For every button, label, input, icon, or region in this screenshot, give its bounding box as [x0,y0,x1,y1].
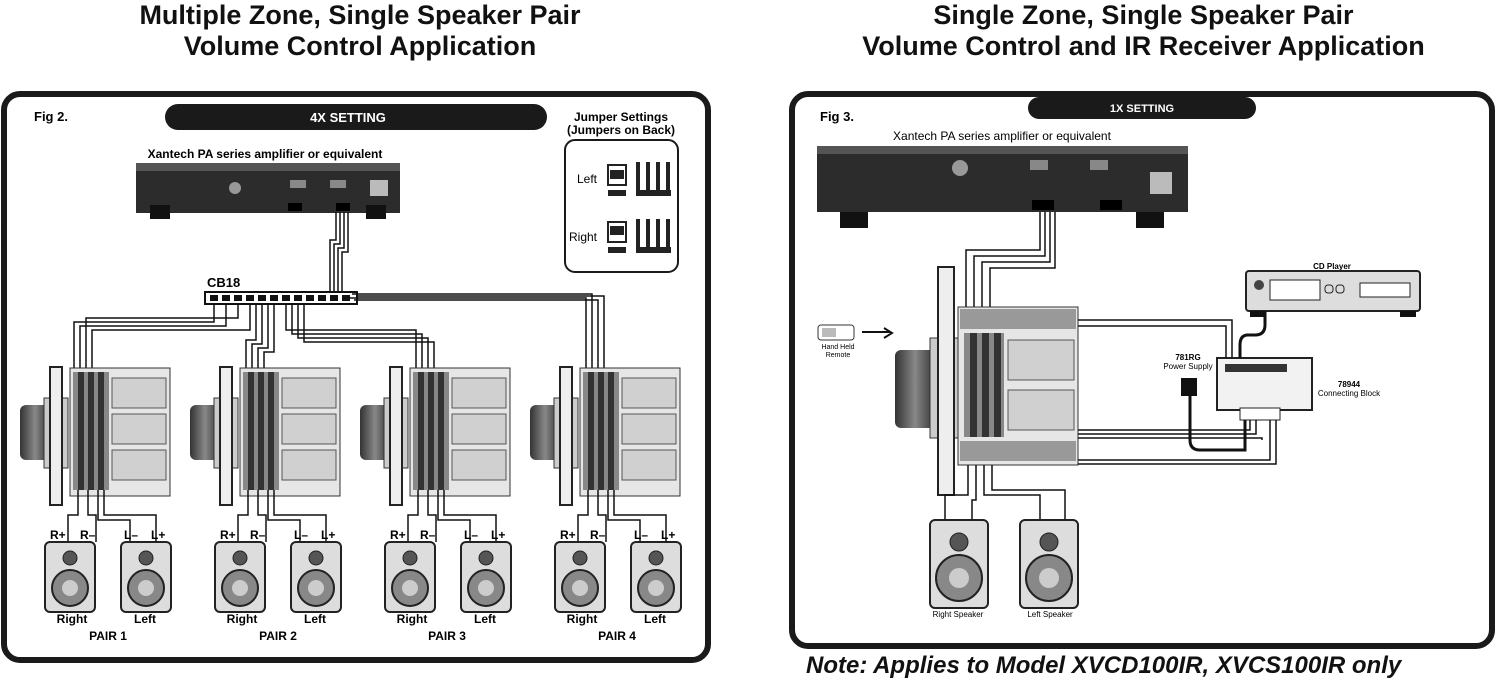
speaker-right-label-3: Right [397,612,428,626]
speaker-left-label-3: Left [474,612,496,626]
term-r-minus-1: R– [80,528,96,542]
fig2-panel: Fig 2. 4X SETTING Xantech PA series ampl… [1,91,711,663]
term-r-plus-3: R+ [390,528,406,542]
pair-label-2: PAIR 2 [259,629,297,643]
volume-control-2 [190,366,341,506]
fig3-right-speaker-label: Right Speaker [933,610,984,619]
speaker-right-4 [554,541,606,613]
fig3-setting-pill [1028,97,1256,119]
speaker-left-label-2: Left [304,612,326,626]
cd-player: CD Player [1245,262,1421,317]
fig2-amplifier [136,163,400,219]
fig3-amp-label: Xantech PA series amplifier or equivalen… [893,129,1112,143]
term-l-plus-3: L+ [491,528,505,542]
left-title: Multiple Zone, Single Speaker Pair Volum… [40,0,680,62]
speaker-left-1 [120,541,172,613]
remote-label-1: Hand Held [821,344,854,351]
fig3-left-speaker [1019,519,1079,609]
term-r-plus-1: R+ [50,528,66,542]
fig3-right-speaker [929,519,989,609]
block-desc-label: Connecting Block [1318,389,1381,398]
remote-label-2: Remote [826,352,851,359]
speaker-right-label-4: Right [567,612,598,626]
fig3-frame [789,91,1495,649]
term-r-minus-2: R– [250,528,266,542]
cd-player-label: CD Player [1313,262,1351,271]
amp-to-hub-wires [329,212,349,292]
left-title-line2: Volume Control Application [183,31,537,61]
right-title: Single Zone, Single Speaker Pair Volume … [790,0,1497,62]
fig2-setting-pill [165,104,547,130]
speaker-right-1 [44,541,96,613]
cb18-label: CB18 [207,275,240,290]
block-model-label: 78944 [1338,380,1361,389]
fig3-label: Fig 3. [820,109,854,124]
jumper-left-label: Left [577,172,598,186]
power-supply: 781RG Power Supply [1163,353,1247,452]
volume-control-3 [360,366,511,506]
cb18-terminals [210,295,350,301]
term-r-minus-3: R– [420,528,436,542]
fig3-setting-text: 1X SETTING [1110,103,1174,115]
speaker-left-2 [290,541,342,613]
fig2-frame [1,91,711,663]
volume-control-4 [530,366,681,506]
terminal-labels: R+ R– L– L+ R+ R– L– L+ R+ R– L– L+ R+ R… [50,528,675,542]
fig2-label: Fig 2. [34,109,68,124]
model-note: Note: Applies to Model XVCD100IR, XVCS10… [806,652,1402,679]
speaker-right-3 [384,541,436,613]
speaker-right-2 [214,541,266,613]
speakers-fig2 [44,541,682,613]
power-supply-desc: Power Supply [1163,362,1212,371]
fig2-setting-text: 4X SETTING [310,110,386,125]
speaker-left-4 [630,541,682,613]
jumper-title-1: Jumper Settings [574,110,668,124]
fig2-amp-label: Xantech PA series amplifier or equivalen… [148,147,383,161]
cd-to-block-cable [1238,311,1267,358]
left-title-line1: Multiple Zone, Single Speaker Pair [139,0,581,30]
control-to-speaker-wires [67,490,667,542]
fig3-panel: Fig 3. 1X SETTING Xantech PA series ampl… [789,91,1495,649]
term-l-minus-1: L– [124,528,138,542]
speaker-left-label-4: Left [644,612,666,626]
fig3-amp-wires [965,212,1056,308]
jumper-right-label: Right [569,230,598,244]
fig3-left-speaker-label: Left Speaker [1027,610,1073,619]
jumper-pins [607,162,671,253]
term-l-plus-1: L+ [151,528,165,542]
block-to-control-wires [1078,319,1277,465]
hand-held-remote: Hand Held Remote [817,324,894,359]
power-supply-model: 781RG [1175,353,1200,362]
connecting-block: 78944 Connecting Block [1216,357,1381,421]
speaker-right-label-1: Right [57,612,88,626]
pair-label-1: PAIR 1 [89,629,127,643]
pair-label-4: PAIR 4 [598,629,636,643]
term-l-minus-3: L– [464,528,478,542]
right-title-line2: Volume Control and IR Receiver Applicati… [862,31,1425,61]
pair-label-3: PAIR 3 [428,629,466,643]
term-l-plus-2: L+ [321,528,335,542]
jumper-title-2: (Jumpers on Back) [567,123,675,137]
speaker-left-label-1: Left [134,612,156,626]
fig3-volume-control [895,266,1079,496]
term-r-plus-4: R+ [560,528,576,542]
speaker-labels-fig2: Right Left Right Left Right Left Right L… [57,612,666,643]
fig3-speaker-wires [944,465,1066,520]
speaker-left-3 [460,541,512,613]
right-title-line1: Single Zone, Single Speaker Pair [933,0,1354,30]
term-l-minus-4: L– [634,528,648,542]
fig3-amplifier [817,146,1188,228]
hub-to-controls-wires [73,293,605,370]
term-r-minus-4: R– [590,528,606,542]
term-l-minus-2: L– [294,528,308,542]
term-l-plus-4: L+ [661,528,675,542]
term-r-plus-2: R+ [220,528,236,542]
speaker-right-label-2: Right [227,612,258,626]
volume-control-1 [20,366,171,506]
